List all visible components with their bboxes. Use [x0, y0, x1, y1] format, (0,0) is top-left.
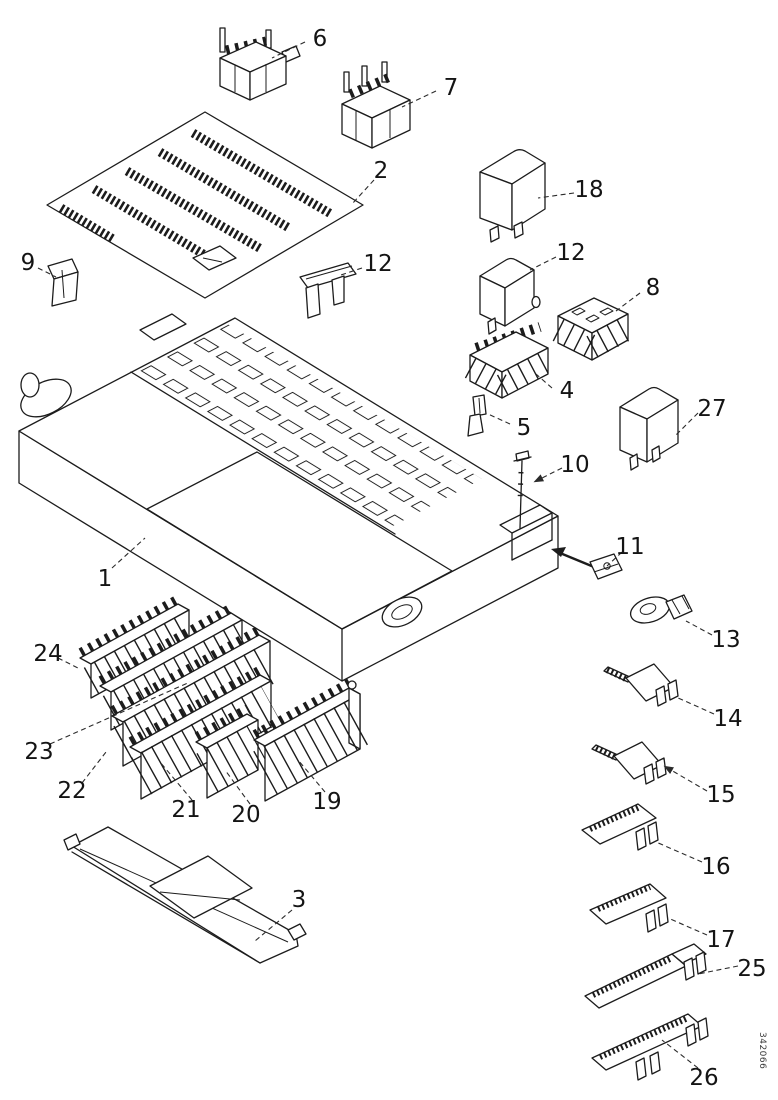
part-27-relay: [619, 386, 679, 471]
part-12-blade-fuse: [299, 262, 357, 319]
part-13-ring-terminal: [629, 594, 693, 624]
callout-label: 18: [574, 177, 603, 203]
part-26-busbar: [591, 1013, 709, 1081]
callout-9: 9: [21, 250, 57, 278]
callout-label: 12: [363, 251, 392, 277]
callout-label: 8: [646, 275, 661, 301]
callout-label: 24: [33, 641, 62, 667]
callout-19: 19: [297, 759, 342, 815]
part-16-busbar-terminal: [581, 803, 659, 851]
part-1-fuse-box-housing: [18, 313, 559, 682]
callout-1: 1: [98, 537, 146, 592]
part-8-relay-socket: [552, 297, 634, 361]
callout-label: 25: [737, 956, 766, 982]
callout-label: 16: [701, 854, 730, 880]
part-24-connector-strip: [78, 594, 197, 699]
part-10-screw: [513, 450, 532, 529]
callout-label: 17: [706, 927, 735, 953]
part-7-pin-connector: [341, 61, 411, 149]
callout-21: 21: [159, 761, 201, 823]
part-3-bracket-tray: [63, 826, 307, 964]
callout-label: 7: [444, 75, 459, 101]
part-19-connector-strip: [252, 678, 372, 802]
callout-label: 5: [517, 415, 532, 441]
callout-label: 21: [171, 797, 200, 823]
callout-label: 9: [21, 250, 36, 276]
callout-10: 10: [533, 452, 590, 483]
callout-3: 3: [254, 887, 307, 942]
callout-label: 11: [615, 534, 644, 560]
callout-13: 13: [685, 620, 741, 653]
callout-8: 8: [615, 275, 661, 312]
callout-4: 4: [535, 373, 575, 404]
callout-5: 5: [487, 413, 532, 441]
part-11-clip-bracket: [551, 547, 623, 580]
part-15-terminal: [591, 741, 667, 785]
callout-label: 3: [292, 887, 307, 913]
part-4-connector-housing: [464, 322, 554, 399]
part-2-top-cover: [46, 111, 364, 299]
callout-6: 6: [271, 26, 328, 59]
part-12-relay: [479, 257, 541, 335]
callout-label: 1: [98, 566, 113, 592]
callout-label: 10: [560, 452, 589, 478]
callout-label: 23: [24, 739, 53, 765]
callout-label: 6: [313, 26, 328, 52]
callout-label: 26: [689, 1065, 718, 1091]
callout-label: 19: [312, 789, 341, 815]
part-14-terminal: [603, 663, 679, 707]
doc-number: 342066: [757, 1032, 767, 1069]
callout-label: 20: [231, 802, 260, 828]
callout-12-relay: 12: [529, 240, 586, 271]
callout-11: 11: [606, 534, 645, 567]
callout-22: 22: [57, 751, 107, 804]
callout-label: 27: [697, 396, 726, 422]
part-25-busbar: [584, 943, 707, 1009]
part-18-relay: [479, 149, 546, 243]
callout-25: 25: [697, 956, 767, 982]
callout-24: 24: [33, 641, 81, 670]
callout-label: 2: [374, 158, 389, 184]
callout-label: 13: [711, 627, 740, 653]
part-20-connector-strip: [194, 704, 269, 799]
callout-label: 14: [713, 706, 742, 732]
callout-20: 20: [224, 769, 261, 828]
part-5-terminal-pin: [467, 394, 487, 437]
callout-17: 17: [667, 917, 736, 953]
part-9-retainer-clip: [47, 258, 79, 307]
callout-27: 27: [673, 396, 727, 438]
part-17-busbar-terminal: [589, 883, 669, 933]
callout-2: 2: [351, 158, 389, 205]
callout-16: 16: [655, 841, 731, 880]
callout-12-fuse: 12: [337, 251, 393, 277]
callout-18: 18: [537, 177, 604, 203]
callout-15: 15: [663, 765, 736, 808]
callout-label: 15: [706, 782, 735, 808]
callout-label: 4: [560, 378, 575, 404]
callout-7: 7: [401, 75, 459, 108]
callout-label: 12: [556, 240, 585, 266]
part-6-pin-connector: [219, 27, 301, 101]
callout-26: 26: [661, 1039, 719, 1091]
callout-14: 14: [675, 696, 743, 732]
callout-label: 22: [57, 778, 86, 804]
callout-23: 23: [24, 681, 191, 765]
